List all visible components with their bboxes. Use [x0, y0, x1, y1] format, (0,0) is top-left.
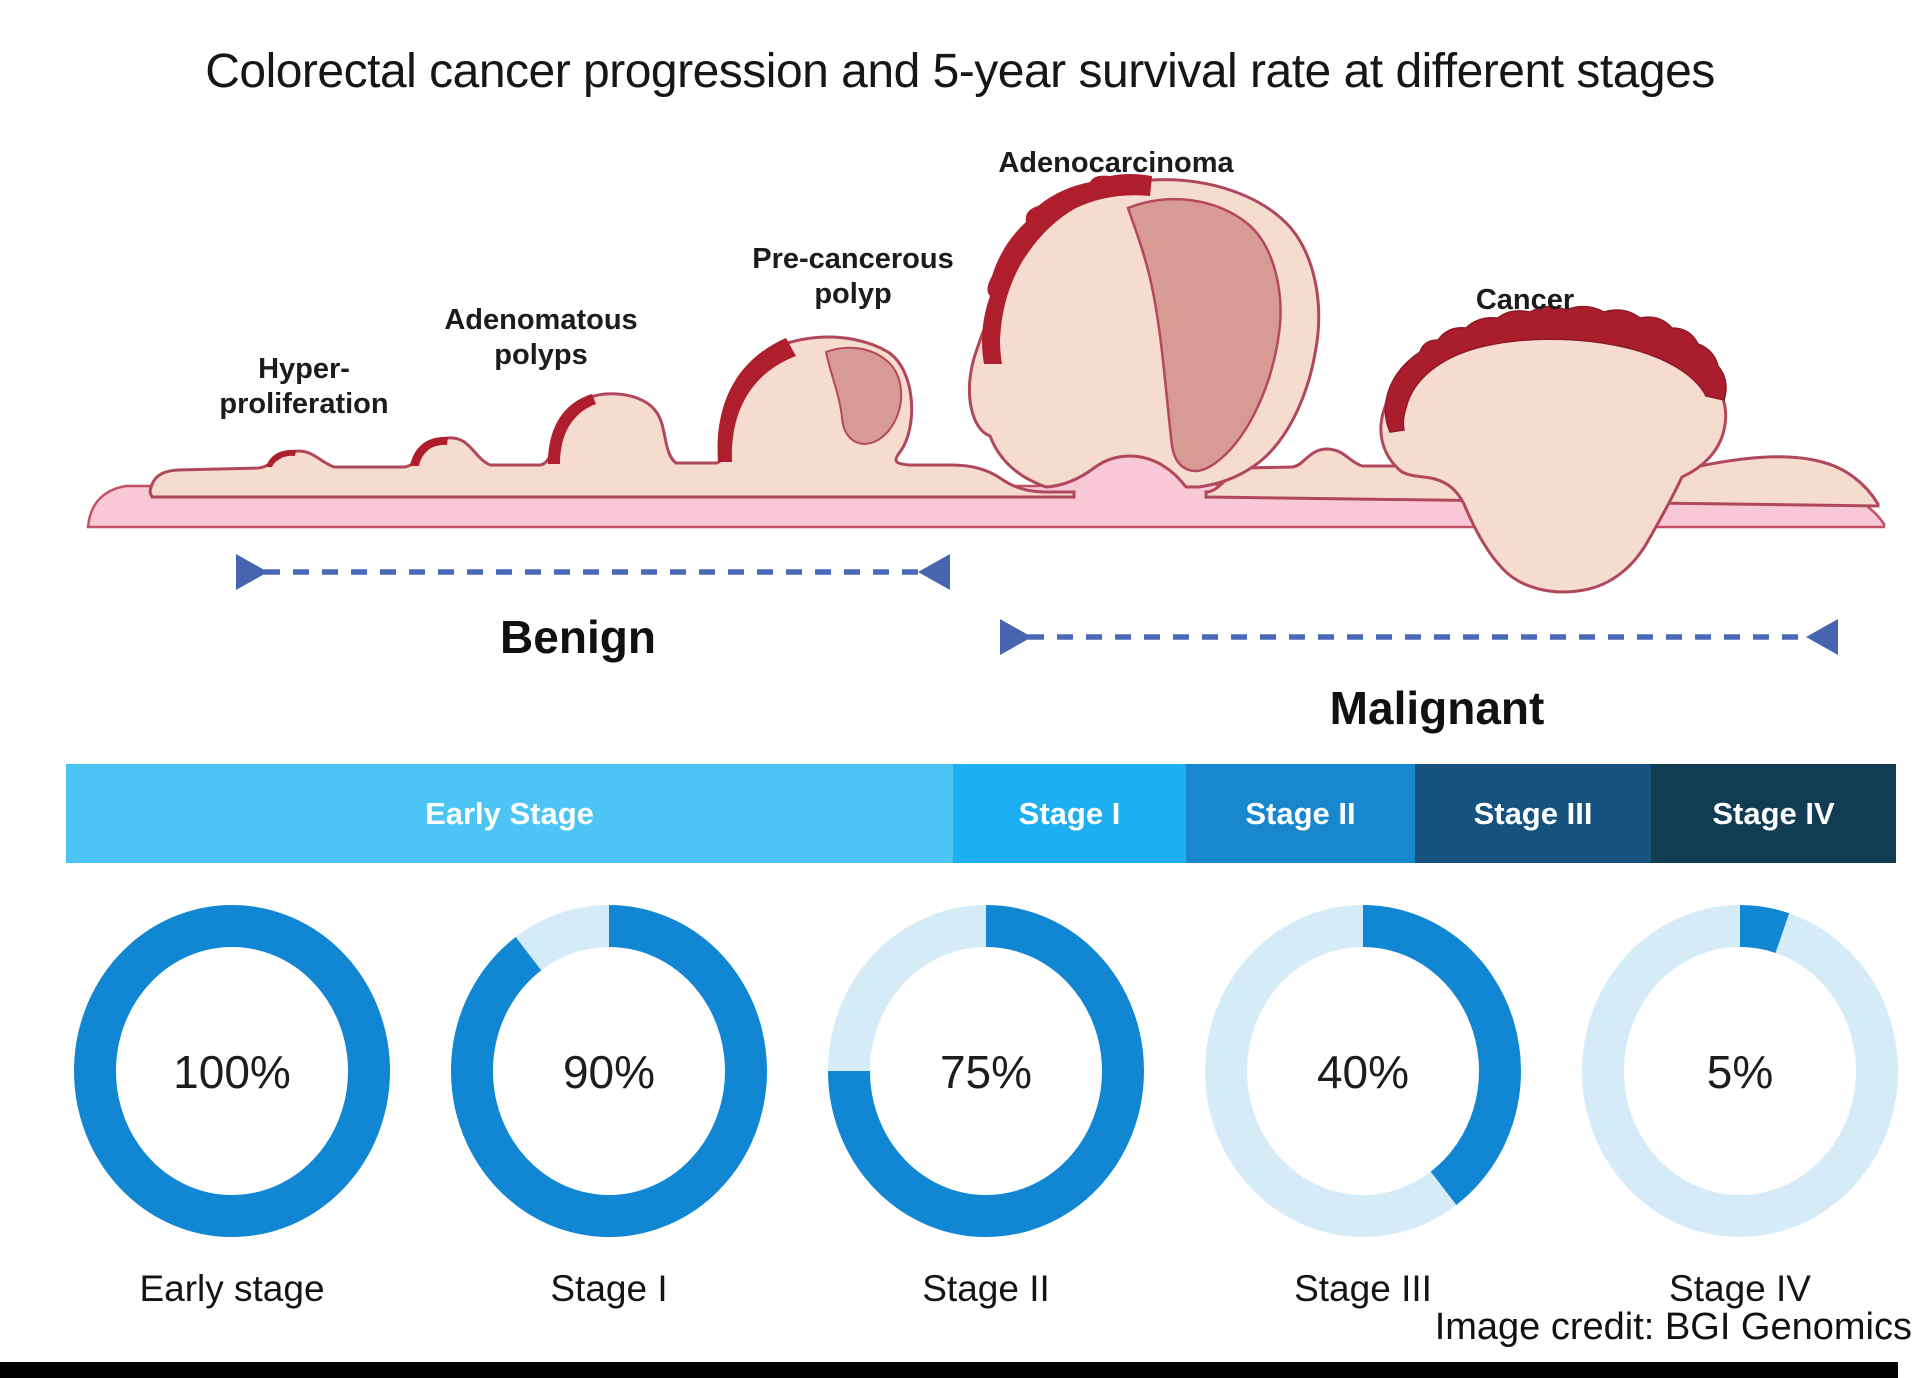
- precancerous-dysplasia-patch: [824, 346, 903, 445]
- survival-rate-value: 90%: [562, 1046, 656, 1098]
- benign-label: Benign: [500, 611, 656, 663]
- benign-range-arrow: [236, 554, 950, 590]
- survival-rate-value: 40%: [1316, 1046, 1410, 1098]
- donut-stage-label: Stage I: [550, 1268, 668, 1309]
- precancerous-lesion-cap: [717, 338, 796, 462]
- page-title: Colorectal cancer progression and 5-year…: [205, 45, 1715, 98]
- stage-segment-stage-ii: Stage II: [1186, 764, 1415, 863]
- donut-early-stage: [74, 905, 390, 1238]
- donut-stage-label: Early stage: [139, 1268, 325, 1309]
- donut-stage-i: [451, 905, 767, 1237]
- stage-segment-label: Stage III: [1473, 795, 1593, 831]
- bottom-black-bar: [0, 1362, 1898, 1378]
- donut-stage-iii: [1205, 905, 1521, 1237]
- adenocarcinoma-lesion-crest: [982, 174, 1152, 364]
- stage-segment-label: Stage I: [1018, 795, 1121, 831]
- stage-segment-stage-iii: Stage III: [1415, 764, 1651, 863]
- stage-segment-label: Stage II: [1245, 795, 1356, 831]
- donut-stage-ii: [828, 905, 1144, 1237]
- malignant-label: Malignant: [1329, 682, 1545, 734]
- adenomatous-lesion-2: [548, 394, 596, 464]
- image-credit: Image credit: BGI Genomics: [1434, 1306, 1912, 1348]
- label-adenocarcinoma: Adenocarcinoma: [998, 147, 1234, 179]
- label-precancerous-polyp: Pre-cancerous polyp: [752, 243, 954, 310]
- stage-segment-early-stage: Early Stage: [66, 764, 953, 863]
- donut-stage-label: Stage II: [922, 1268, 1050, 1309]
- stage-bar: Early Stage Stage I Stage II Stage III Stage…: [66, 764, 1896, 863]
- adenocarcinoma-inner-lobe: [1126, 198, 1282, 473]
- stage-segment-stage-i: Stage I: [953, 764, 1186, 863]
- tissue-progression-illustration: [86, 174, 1886, 655]
- hyperproliferation-lesion: [266, 449, 296, 467]
- stage-segment-label: Early Stage: [425, 795, 594, 831]
- cancer-lesion-crown: [1384, 305, 1727, 433]
- donut-stage-label: Stage IV: [1669, 1268, 1811, 1309]
- label-hyperproliferation: Hyper- proliferation: [219, 353, 389, 420]
- survival-rate-value: 100%: [173, 1046, 291, 1098]
- malignant-range-arrow: [1000, 619, 1838, 655]
- stage-segment-label: Stage IV: [1712, 795, 1835, 831]
- stage-segment-stage-iv: Stage IV: [1651, 764, 1896, 863]
- adenomatous-lesion-1: [410, 436, 448, 466]
- survival-rate-value: 75%: [939, 1046, 1033, 1098]
- donut-stage-iv: [1582, 905, 1898, 1237]
- label-cancer: Cancer: [1475, 284, 1575, 316]
- label-adenomatous-polyps: Adenomatous polyps: [444, 304, 638, 371]
- donut-stage-label: Stage III: [1294, 1268, 1432, 1309]
- survival-rate-value: 5%: [1706, 1046, 1774, 1098]
